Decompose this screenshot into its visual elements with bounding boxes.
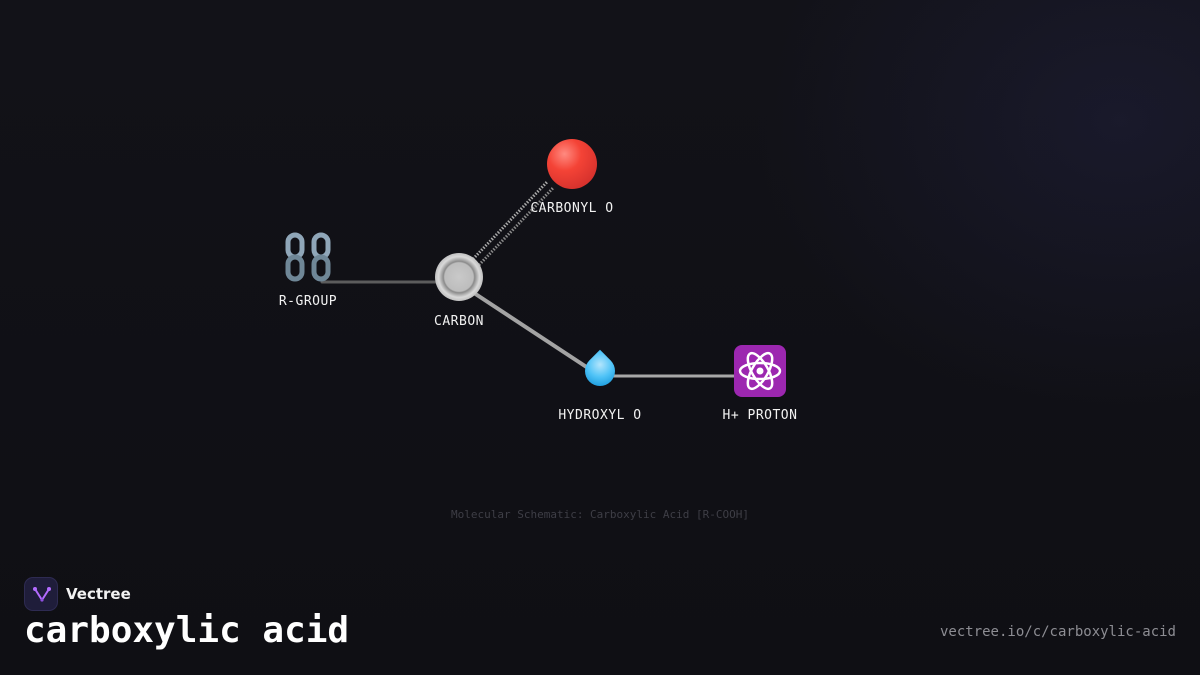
grey-circle-icon: [399, 248, 519, 304]
node-label: HYDROXYL O: [558, 408, 642, 423]
page-title: carboxylic acid: [24, 610, 350, 651]
vectree-logo-icon: [24, 577, 58, 611]
node-label: CARBON: [434, 314, 484, 329]
node-h-proton[interactable]: H+ PROTON: [700, 342, 820, 423]
droplet-icon: [540, 342, 660, 398]
diagram-caption: Molecular Schematic: Carboxylic Acid [R-…: [450, 508, 749, 521]
chain-icon: [248, 228, 368, 284]
red-circle-icon: [512, 135, 632, 191]
brand-name: Vectree: [66, 585, 131, 603]
page-url[interactable]: vectree.io/c/carboxylic-acid: [939, 624, 1176, 640]
node-label: CARBONYL O: [530, 201, 614, 216]
node-carbon[interactable]: CARBON: [399, 248, 519, 329]
brand[interactable]: Vectree: [24, 577, 131, 611]
bond-carbon-hydroxyl: [472, 291, 590, 370]
node-carbonyl-o[interactable]: CARBONYL O: [512, 135, 632, 216]
atom-icon: [700, 342, 820, 398]
node-label: H+ PROTON: [722, 408, 798, 423]
node-r-group[interactable]: R-GROUP: [248, 228, 368, 309]
node-hydroxyl-o[interactable]: HYDROXYL O: [540, 342, 660, 423]
node-label: R-GROUP: [278, 294, 338, 309]
